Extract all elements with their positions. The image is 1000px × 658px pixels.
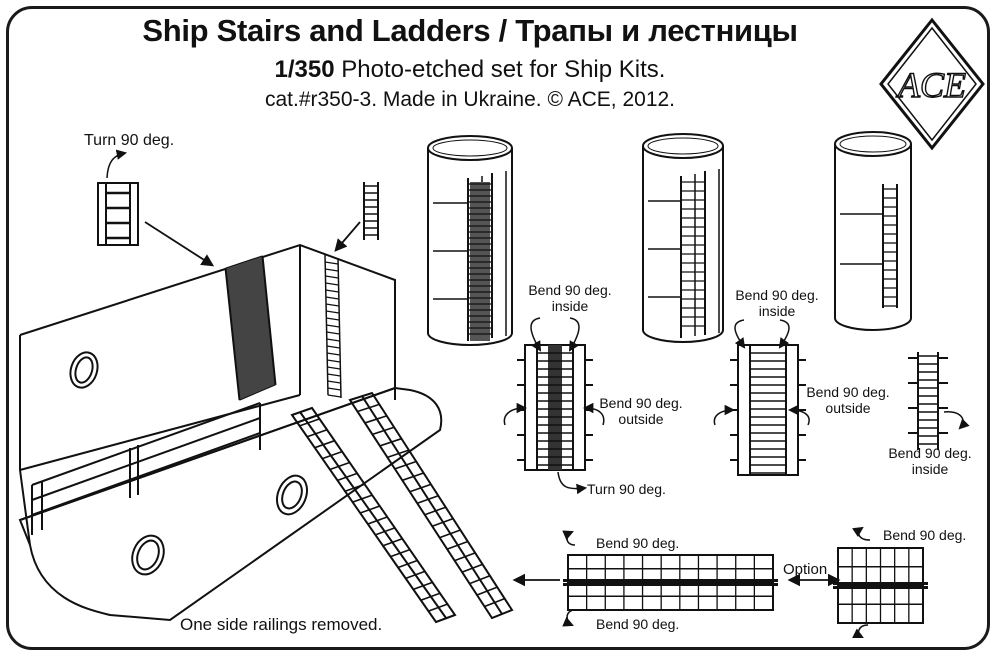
logo-text: ACE: [896, 65, 966, 105]
turn-top-label: Turn 90 deg.: [84, 132, 175, 149]
option-label: Option: [783, 561, 828, 578]
bend-inside-label-1: Bend 90 deg.inside: [528, 282, 612, 314]
ace-logo-icon: ACE: [879, 17, 985, 151]
inclined-stairs: [290, 391, 514, 624]
bend-outside-label-2: Bend 90 deg.outside: [806, 384, 890, 416]
page-title: Ship Stairs and Ladders / Трапы и лестни…: [142, 13, 798, 48]
bend-outside-label-1: Bend 90 deg.outside: [599, 395, 683, 427]
page-subtitle: 1/350 Photo-etched set for Ship Kits.: [274, 56, 666, 83]
turn-bottom-label: Turn 90 deg.: [587, 481, 666, 497]
ladder-small-icon: [363, 182, 379, 240]
bend-top-right-label: Bend 90 deg.: [883, 527, 967, 543]
ship-hull-drawing: [18, 243, 443, 622]
catalog-line: cat.#r350-3. Made in Ukraine. © ACE, 201…: [264, 88, 676, 111]
mast-cylinders: [427, 131, 912, 346]
bend-arrows: [503, 317, 970, 638]
page-frame: [6, 6, 990, 650]
bend-inside-label-3: Bend 90 deg.inside: [888, 445, 972, 477]
bend-inside-label-2: Bend 90 deg.inside: [735, 287, 819, 319]
bend-top-left-label: Bend 90 deg.: [596, 535, 680, 551]
bend-bottom-left-label: Bend 90 deg.: [596, 616, 680, 632]
wall-ladder-dark: [224, 255, 277, 401]
railings-removed-label: One side railings removed.: [180, 615, 383, 634]
